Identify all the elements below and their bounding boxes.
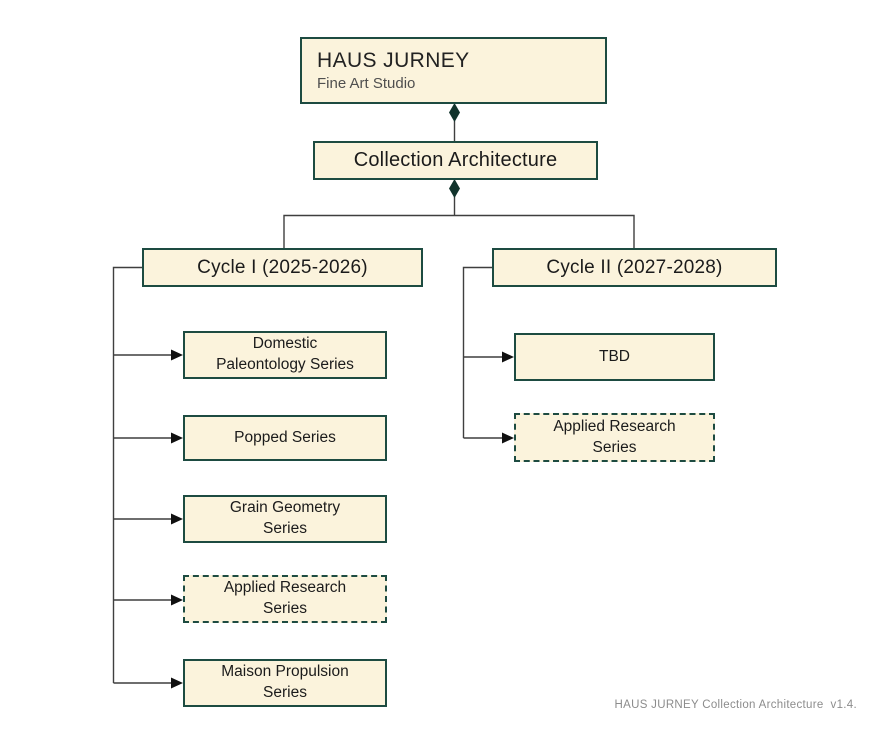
root-title: HAUS JURNEY — [317, 49, 470, 72]
series-label: Applied Research Series — [223, 579, 347, 617]
root-box: HAUS JURNEY Fine Art Studio — [300, 37, 607, 104]
diamond-arrowhead-icon — [449, 179, 460, 198]
right-arrowhead-icon — [171, 513, 183, 525]
series-label: Applied Research Series — [553, 417, 676, 456]
cycle-1-box: Cycle I (2025-2026) — [142, 248, 423, 287]
series-label: TBD — [599, 347, 630, 365]
series-box-tbd: TBD — [514, 333, 715, 381]
series-box-domestic-paleontology: Domestic Paleontology Series — [183, 331, 387, 379]
series-label: Popped Series — [234, 428, 336, 446]
connector-cycle2-spine — [462, 266, 514, 444]
series-label: Maison Propulsion Series — [221, 663, 349, 701]
right-arrowhead-icon — [502, 351, 514, 363]
right-arrowhead-icon — [171, 349, 183, 361]
series-box-applied-research-cycle2: Applied Research Series — [514, 413, 715, 462]
series-box-applied-research-cycle1: Applied Research Series — [183, 575, 387, 623]
series-label: Grain Geometry Series — [229, 499, 341, 537]
series-box-grain-geometry: Grain Geometry Series — [183, 495, 387, 543]
connector-collection-to-cycles — [283, 179, 635, 248]
connector-cycle1-spine — [112, 266, 183, 689]
footer-version-note: HAUS JURNEY Collection Architecture v1.4… — [614, 699, 857, 711]
series-box-popped: Popped Series — [183, 415, 387, 461]
cycle-1-label: Cycle I (2025-2026) — [197, 256, 368, 278]
connector-root-to-collection — [449, 103, 460, 142]
cycle-2-box: Cycle II (2027-2028) — [492, 248, 777, 287]
diamond-arrowhead-icon — [449, 103, 460, 122]
collection-architecture-label: Collection Architecture — [353, 149, 558, 171]
right-arrowhead-icon — [502, 432, 514, 444]
series-box-maison-propulsion: Maison Propulsion Series — [183, 659, 387, 707]
root-subtitle: Fine Art Studio — [317, 75, 416, 92]
right-arrowhead-icon — [171, 432, 183, 444]
right-arrowhead-icon — [171, 594, 183, 606]
right-arrowhead-icon — [171, 677, 183, 689]
series-label: Domestic Paleontology Series — [216, 335, 354, 373]
cycle-2-label: Cycle II (2027-2028) — [546, 256, 723, 278]
collection-architecture-box: Collection Architecture — [313, 141, 598, 180]
